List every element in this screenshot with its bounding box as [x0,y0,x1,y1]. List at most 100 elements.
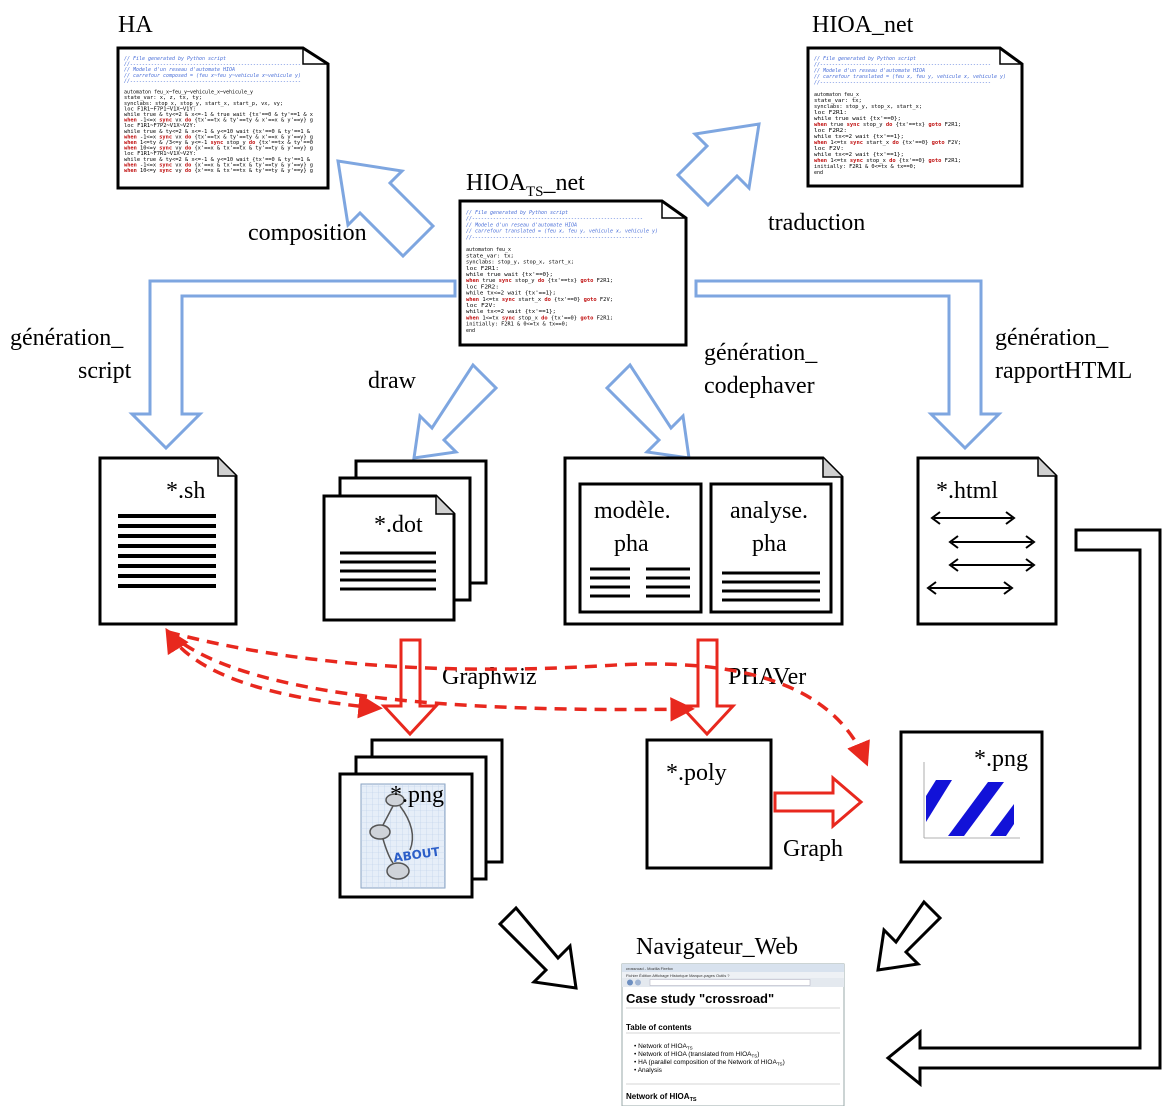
script-to-plot-dashed-arrow [167,630,870,767]
plot-png-file: *.png [899,730,1044,864]
generation-rapport-label-2: rapportHTML [995,358,1132,384]
code-line: // Modele d'un reseau d'automate HIOA [814,68,925,74]
generation-script-label-2: script [78,358,132,384]
generation-script-label-1: génération_ [10,325,124,351]
browser-page-title: Case study "crossroad" [626,991,774,1006]
toc-item[interactable]: • Network of HIOATS [634,1043,693,1051]
code-line: synclabs: stop_x, stop_y, start_x, start… [124,101,283,107]
draw-label: draw [368,368,417,394]
code-line: loc F2R1: [814,110,847,116]
code-line: when 10<=y sync vy do {x'==x & tx'==tx &… [124,168,313,174]
code-line: state_var: tx; [466,253,514,259]
code-line: while true & ty<=2 & x<=-1 & y<=10 wait … [124,157,310,163]
code-line: synclabs: stop_y, stop_x, start_x; [466,260,574,266]
sh-file: *.sh [98,456,238,626]
code-line: when 10<=y sync vy do {x'==x & tx'==tx &… [124,146,313,152]
toc-item[interactable]: • Analysis [634,1067,663,1074]
code-line: //--------------------------------------… [124,78,301,84]
analyse-label-2: pha [752,531,787,557]
code-line: //--------------------------------------… [124,62,301,68]
toc-item[interactable]: • HA (parallel composition of the Networ… [634,1059,785,1067]
pha-text-lines [590,567,820,602]
code-line: loc F2R2: [466,284,499,290]
generation-codephaver-label-1: génération_ [704,340,818,366]
code-line: // Modele d'un reseau d'automate HIOA [466,222,577,228]
code-line: loc F1R1~F7P2~V1X~V2Y: [124,123,196,129]
browser-toc-heading: Table of contents [626,1023,692,1032]
code-line: while true & ty<=2 & x<=-1 & true wait {… [124,112,313,118]
code-line: //--------------------------------------… [466,235,643,241]
web-browser-screenshot: crossroad - Mozilla Firefox Fichier Édit… [621,963,845,1106]
sh-text-lines [118,514,216,588]
script-to-poly-dashed-arrow [166,630,695,722]
code-line: //--------------------------------------… [814,80,991,86]
phaver-label: PHAVer [728,664,806,690]
code-line: loc F1R1~F7P1~V1X~V1Y: [124,106,196,112]
code-line: //--------------------------------------… [814,62,991,68]
plot-to-browser-arrow [876,899,943,972]
reachability-plot-thumbnail [923,762,1020,839]
hioats-net-title: HIOATS_net [466,170,585,200]
png-to-browser-arrow [497,905,578,990]
code-line: // File generated by Python script [814,56,916,62]
browser-menu: Fichier Édition Affichage Historique Mar… [626,973,730,978]
hioa-net-title: HIOA_net [812,12,914,38]
code-line: when -1<=x sync vx do {x'==x & tx'==tx &… [124,162,313,168]
code-line: when 1<=tx sync stop_x do {tx'==0} goto … [466,315,613,321]
navigateur-label: Navigateur_Web [636,934,798,960]
hioats-net-code-listing: // File generated by Python script//----… [466,210,658,334]
code-line: while tx<=2 wait {tx'==1}; [814,152,904,158]
code-line: // File generated by Python script [124,56,226,62]
code-line: while true wait {tx'==0}; [466,272,553,278]
html-file: *.html [916,456,1058,626]
graph-arrow [773,774,864,830]
code-line: loc F2V: [466,303,496,309]
browser-section-heading: Network of HIOATS [626,1092,697,1103]
code-line: //--------------------------------------… [466,216,643,222]
code-line: end [466,328,475,334]
generation-script-arrow [128,279,457,451]
code-line: // carrefour composed = (feu x~feu y~veh… [124,73,301,79]
about-stamp: ABOUT [392,845,441,865]
ha-code-listing: // File generated by Python script//----… [124,56,313,174]
ha-title: HA [118,12,153,38]
code-line: while tx<=2 wait {tx'==1}; [466,291,556,297]
hioats-net-document: // File generated by Python script//----… [458,199,688,347]
code-line: loc F2R2: [814,128,847,134]
code-line: loc F2R1: [466,266,499,272]
ha-document: // File generated by Python script//----… [116,46,330,190]
generation-codephaver-arrow [604,362,691,460]
script-to-png-dashed-arrow [165,627,383,719]
png-file-stack: ABOUT *.png [338,738,504,899]
html-to-browser-arrow [885,528,1162,1088]
code-line: // File generated by Python script [466,210,568,216]
code-line: when true sync stop_y do {tx'==tx} goto … [814,122,961,128]
code-line: automaton feu_x [814,92,859,98]
code-line: loc F2V: [814,146,844,152]
traduction-arrow [675,122,761,208]
code-line: automaton feu_x [466,247,511,253]
toc-item[interactable]: • Network of HIOA (translated from HIOAT… [634,1051,759,1059]
code-line: loc F1R1~F7R1~V1X~V2Y: [124,151,196,157]
code-line: end [814,170,823,176]
dot-file-stack: *.dot [322,459,488,622]
code-line: while true & ty<=2 & x<=-1 & y<=10 wait … [124,129,310,135]
code-line: when 1<=tx sync start_x do {tx'==0} goto… [814,140,961,146]
code-line: initially: F2R1 & 0<=tx & tx==0; [466,322,568,328]
modele-label-2: pha [614,531,649,557]
generation-rapport-label-1: génération_ [995,325,1109,351]
forward-icon [635,979,641,986]
code-line: when 1<=ty & /3<=y & y<=-1 sync stop_y d… [124,140,313,146]
codephaver-container: modèle. pha analyse. pha [563,456,844,626]
generation-codephaver-label-2: codephaver [704,373,815,399]
graphwiz-arrow [380,638,440,737]
hioa-net-code-listing: // File generated by Python script//----… [814,56,1006,176]
code-line: when 1<=tx sync start_x do {tx'==0} goto… [466,297,613,303]
phaver-arrow [677,638,737,737]
back-icon [627,979,633,986]
code-line: when -1<=x sync vx do {tx'==tx & ty'==ty… [124,134,313,140]
code-line: state_var: tx; [814,98,862,104]
analyse-label-1: analyse. [730,498,808,524]
draw-arrow [412,362,499,460]
